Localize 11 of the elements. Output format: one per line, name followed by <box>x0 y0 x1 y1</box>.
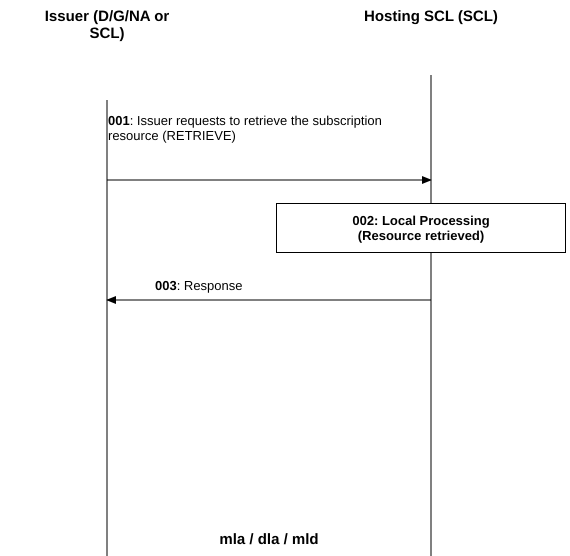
lifeline-heading: Issuer (D/G/NA or SCL) <box>44 8 170 42</box>
message-label: 001: Issuer requests to retrieve the subscription resource (RETRIEVE) <box>108 113 383 143</box>
message-arrow <box>106 296 432 304</box>
message-label: 003: Response <box>155 278 244 293</box>
lifeline <box>430 74 432 556</box>
message-arrow <box>106 176 432 184</box>
process-box <box>276 203 566 253</box>
lifeline-heading: Hosting SCL (SCL) <box>363 8 499 25</box>
interface-label: mla / dla / mld <box>218 531 320 548</box>
lifeline <box>106 100 108 556</box>
process-text: 002: Local Processing (Resource retrieved) <box>351 213 491 243</box>
